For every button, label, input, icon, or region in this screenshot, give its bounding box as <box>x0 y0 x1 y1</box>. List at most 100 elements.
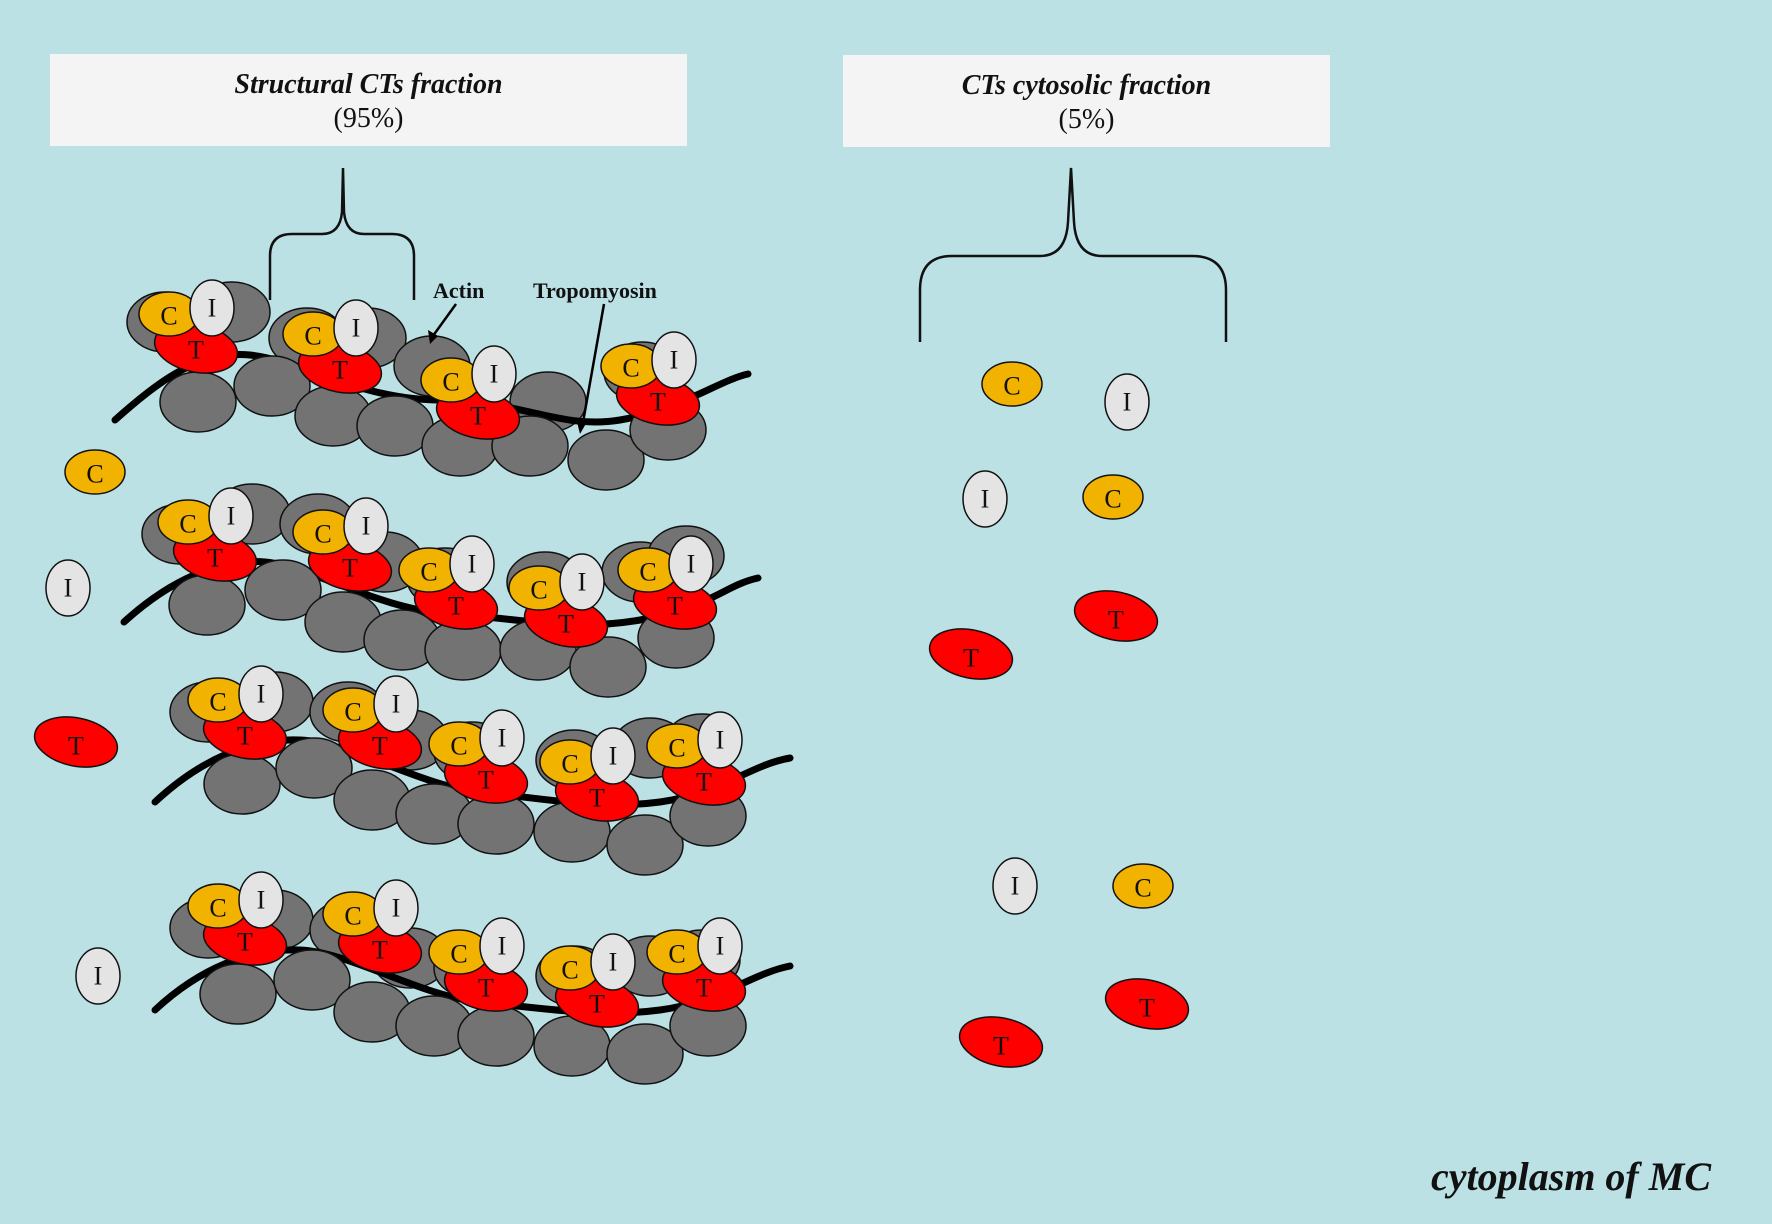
troponin-c-label: C <box>179 510 196 539</box>
troponin-c-subunit <box>981 361 1043 407</box>
troponin-t-subunit <box>1104 978 1190 1030</box>
troponin-t-label: T <box>470 402 486 431</box>
troponin-c-label: C <box>668 940 685 969</box>
troponin-c-label: C <box>160 302 177 331</box>
troponin-i-subunit <box>343 497 389 555</box>
troponin-i-label: I <box>227 502 236 531</box>
troponin-c-subunit <box>64 449 126 495</box>
troponin-c-label: C <box>314 520 331 549</box>
troponin-i-subunit <box>238 665 284 723</box>
actin-monomer <box>275 737 353 799</box>
actin-arrowhead <box>428 330 438 344</box>
troponin-c-label: C <box>530 576 547 605</box>
troponin-i-label: I <box>670 346 679 375</box>
troponin-i-subunit <box>697 711 743 769</box>
troponin-i-subunit <box>45 559 91 617</box>
troponin-t-label: T <box>448 592 464 621</box>
troponin-i-subunit <box>590 933 636 991</box>
troponin-t-label: T <box>558 610 574 639</box>
troponin-c-label: C <box>561 956 578 985</box>
troponin-t-label: T <box>478 974 494 1003</box>
tropomyosin-label: Tropomyosin <box>533 278 657 303</box>
troponin-t-subunit <box>1073 590 1159 642</box>
troponin-c-label: C <box>450 940 467 969</box>
troponin-t-label: T <box>589 784 605 813</box>
troponin-i-subunit <box>479 917 525 975</box>
troponin-t-label: T <box>667 592 683 621</box>
actin-monomer <box>203 753 281 815</box>
troponin-i-label: I <box>64 574 73 603</box>
actin-monomer <box>569 636 647 698</box>
structural-fraction-label: Structural CTs fraction (95%) <box>50 54 687 146</box>
troponin-t-label: T <box>478 766 494 795</box>
troponin-c-label: C <box>639 558 656 587</box>
troponin-t-label: T <box>1139 994 1155 1023</box>
actin-monomer <box>199 963 277 1025</box>
cytoplasm-caption: cytoplasm of MC <box>1431 1154 1711 1199</box>
actin-monomer <box>606 814 684 876</box>
troponin-i-subunit <box>962 470 1008 528</box>
troponin-i-subunit <box>373 879 419 937</box>
troponin-t-label: T <box>1108 606 1124 635</box>
cytosolic-brace <box>918 167 1228 342</box>
troponin-i-label: I <box>490 360 499 389</box>
troponin-i-label: I <box>257 680 266 709</box>
troponin-i-label: I <box>1011 872 1020 901</box>
troponin-t-subunit <box>33 716 119 768</box>
cytosolic-fraction-label: CTs cytosolic fraction (5%) <box>843 55 1330 147</box>
troponin-t-label: T <box>342 554 358 583</box>
troponin-i-subunit <box>333 299 379 357</box>
troponin-i-label: I <box>578 568 587 597</box>
troponin-t-label: T <box>207 544 223 573</box>
troponin-i-subunit <box>208 487 254 545</box>
troponin-i-subunit <box>1104 373 1150 431</box>
structural-fraction-title: Structural CTs fraction <box>234 69 503 100</box>
troponin-i-subunit <box>189 279 235 337</box>
cytosolic-fraction-title: CTs cytosolic fraction <box>961 70 1212 101</box>
troponin-c-label: C <box>442 368 459 397</box>
troponin-i-label: I <box>609 742 618 771</box>
troponin-i-label: I <box>609 948 618 977</box>
troponin-i-label: I <box>1123 388 1132 417</box>
troponin-t-label: T <box>237 928 253 957</box>
troponin-t-subunit <box>928 628 1014 680</box>
structural-fraction-percent: (95%) <box>333 103 404 134</box>
troponin-c-label: C <box>86 460 103 489</box>
troponin-i-subunit <box>651 331 697 389</box>
troponin-c-subunit <box>1082 474 1144 520</box>
cytosolic-fraction-percent: (5%) <box>1058 104 1115 135</box>
actin-monomer <box>567 429 645 491</box>
troponin-i-subunit <box>697 917 743 975</box>
troponin-i-subunit <box>373 675 419 733</box>
actin-monomer <box>244 559 322 621</box>
tropomyosin-arrow <box>580 303 606 429</box>
troponin-i-subunit <box>75 947 121 1005</box>
troponin-t-label: T <box>993 1032 1009 1061</box>
troponin-i-subunit <box>992 857 1038 915</box>
troponin-c-label: C <box>622 354 639 383</box>
troponin-i-label: I <box>716 726 725 755</box>
troponin-i-label: I <box>981 485 990 514</box>
troponin-i-label: I <box>392 690 401 719</box>
troponin-i-subunit <box>471 345 517 403</box>
troponin-t-label: T <box>332 356 348 385</box>
troponin-c-label: C <box>561 750 578 779</box>
troponin-i-subunit <box>590 727 636 785</box>
troponin-t-label: T <box>188 336 204 365</box>
troponin-i-label: I <box>498 724 507 753</box>
troponin-c-label: C <box>450 732 467 761</box>
troponin-i-label: I <box>352 314 361 343</box>
troponin-c-label: C <box>1003 372 1020 401</box>
troponin-c-subunit <box>1112 863 1174 909</box>
troponin-t-label: T <box>650 388 666 417</box>
troponin-i-subunit <box>479 709 525 767</box>
troponin-i-label: I <box>468 550 477 579</box>
troponin-c-label: C <box>668 734 685 763</box>
tropomyosin-arrowhead <box>576 418 588 434</box>
actin-monomer <box>168 574 246 636</box>
troponin-c-label: C <box>209 688 226 717</box>
troponin-i-label: I <box>392 894 401 923</box>
troponin-t-label: T <box>696 974 712 1003</box>
structural-brace <box>268 167 416 300</box>
